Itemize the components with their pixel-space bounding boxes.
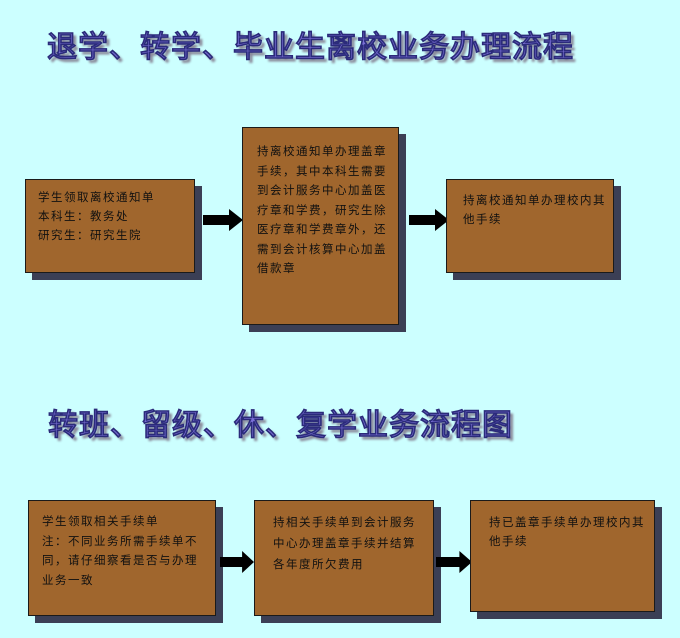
flow2-step1-line1: 学生领取相关手续单 [42,514,159,528]
flow2-step1-note: 注：不同业务所需手续单不同，请仔细察看是否与办理业务一致 [42,533,198,587]
flow1-step3-text: 持离校通知单办理校内其他手续 [463,193,606,226]
flow1-step1-line1: 学生领取离校通知单 [38,190,155,204]
arrow-right-icon [220,551,254,573]
flow1-step3-box: 持离校通知单办理校内其他手续 [446,179,614,273]
arrow-right-icon [409,209,449,231]
arrow-right-icon [436,551,472,573]
flow2-step2-box: 持相关手续单到会计服务中心办理盖章手续并结算各年度所欠费用 [254,500,434,616]
arrow-right-icon [203,209,243,231]
title-class-change-flow: 转班、留级、休、复学业务流程图 [48,408,513,444]
title-withdraw-transfer-graduate: 退学、转学、毕业生离校业务办理流程 [47,30,574,66]
flow1-step1-line3: 研究生：研究生院 [38,228,142,242]
flow1-step2-text: 持离校通知单办理盖章手续，其中本科生需要到会计服务中心加盖医疗章和学费，研究生除… [257,144,387,275]
flow2-step3-text: 持已盖章手续单办理校内其他手续 [489,515,645,548]
flow2-step3-box: 持已盖章手续单办理校内其他手续 [470,500,655,612]
flow2-step1-box: 学生领取相关手续单 注：不同业务所需手续单不同，请仔细察看是否与办理业务一致 [28,500,216,616]
flow2-step2-text: 持相关手续单到会计服务中心办理盖章手续并结算各年度所欠费用 [273,515,416,571]
flow1-step1-box: 学生领取离校通知单 本科生：教务处 研究生：研究生院 [25,179,195,273]
flow1-step1-line2: 本科生：教务处 [38,209,129,223]
flow1-step2-box: 持离校通知单办理盖章手续，其中本科生需要到会计服务中心加盖医疗章和学费，研究生除… [242,127,399,325]
